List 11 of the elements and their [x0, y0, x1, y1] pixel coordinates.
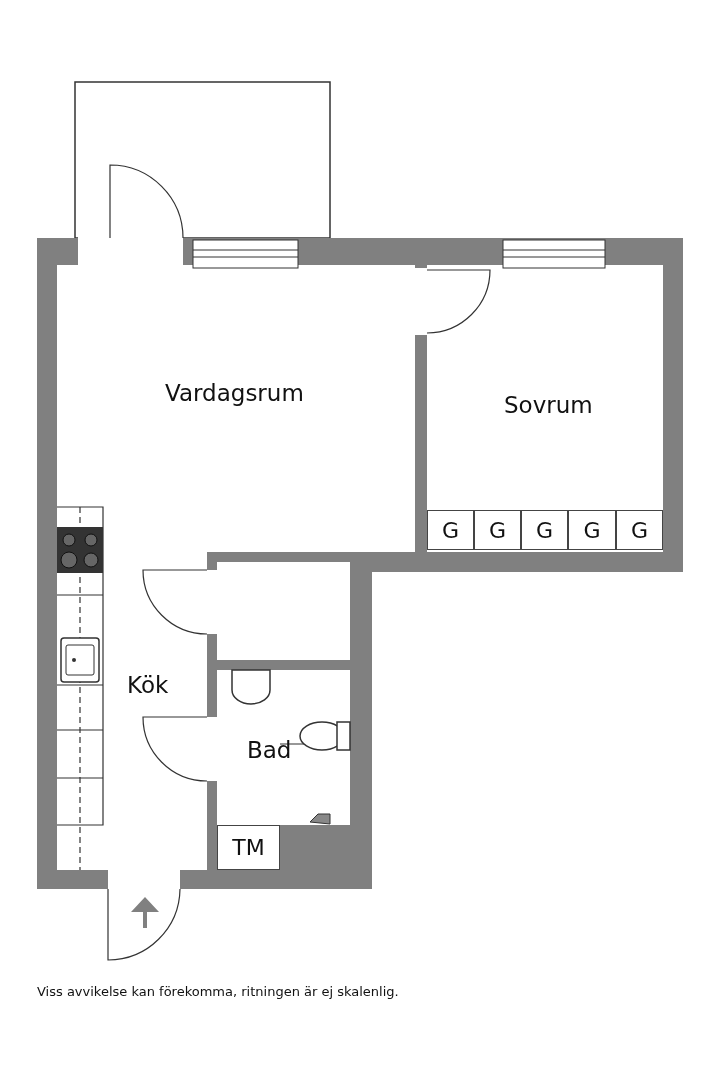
disclaimer-note: Viss avvikelse kan förekomma, ritningen är ej skalenlig. [37, 984, 399, 999]
room-label: Bad [247, 737, 292, 763]
wardrobe-cell: G [568, 510, 616, 550]
room-label: Sovrum [504, 392, 593, 418]
room-label: Vardagsrum [165, 380, 304, 406]
wardrobe-cell: G [616, 510, 663, 550]
wardrobe-cell: G [427, 510, 474, 550]
wardrobe-cell: G [521, 510, 568, 550]
wardrobe-cell: G [474, 510, 521, 550]
room-label: Kök [127, 672, 169, 698]
appliance-cell: TM [217, 825, 280, 870]
